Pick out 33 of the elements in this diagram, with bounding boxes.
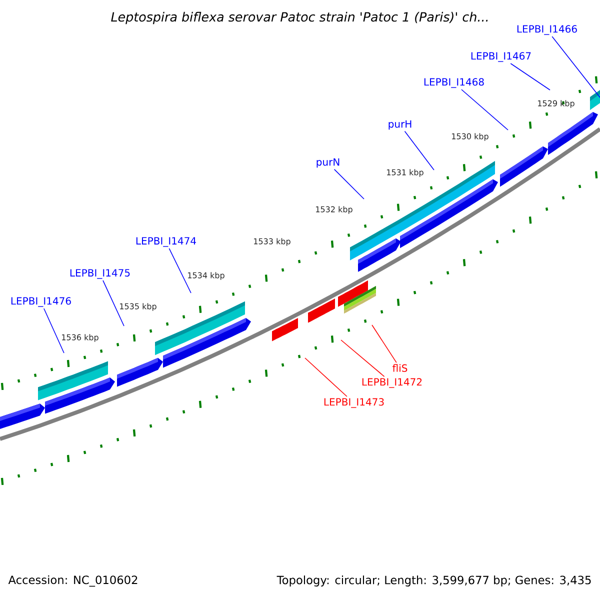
gene-label: LEPBI_I1468 <box>424 78 484 88</box>
title: Leptospira biflexa serovar Patoc strain 'Patoc 1 (Paris)' ch... <box>111 12 488 24</box>
leader-line <box>372 324 397 363</box>
scale-label: 1533 kbp <box>254 238 290 246</box>
footer-text: Topology: circular; Length: 3,599,677 bp; Genes: 3,435 <box>276 576 591 586</box>
scale-label: 1529 kbp <box>538 100 574 108</box>
leader-line <box>44 308 64 354</box>
leader-line <box>334 168 364 200</box>
gene-label: LEPBI_I1475 <box>70 269 130 279</box>
gene-label: LEPBI_I1472 <box>362 378 422 388</box>
leader-line <box>461 89 508 130</box>
scale-label: 1532 kbp <box>316 206 352 214</box>
leader-line <box>304 358 348 397</box>
leader-line <box>340 340 385 377</box>
scale-label: 1534 kbp <box>188 272 224 280</box>
leader-line <box>404 130 434 170</box>
gene-label: LEPBI_I1474 <box>136 237 196 247</box>
leader-line <box>168 248 192 294</box>
scale-label: 1535 kbp <box>120 303 156 311</box>
footer-text: Accession: NC_010602 <box>8 575 138 587</box>
gene-label: fliS <box>392 364 408 372</box>
gene-label: LEPBI_I1467 <box>471 52 531 62</box>
leader-line <box>102 280 124 326</box>
gene-label: purH <box>388 120 412 130</box>
gene-label: LEPBI_I1466 <box>517 25 577 35</box>
leader-line <box>552 36 600 100</box>
scale-label: 1536 kbp <box>62 334 98 342</box>
gene-label: LEPBI_I1476 <box>11 297 71 307</box>
scale-label: 1531 kbp <box>387 169 424 177</box>
gene-label: LEPBI_I1473 <box>324 398 384 408</box>
leader-line <box>510 63 550 90</box>
scale-label: 1530 kbp <box>452 133 488 141</box>
gene-label: purN <box>316 158 340 168</box>
